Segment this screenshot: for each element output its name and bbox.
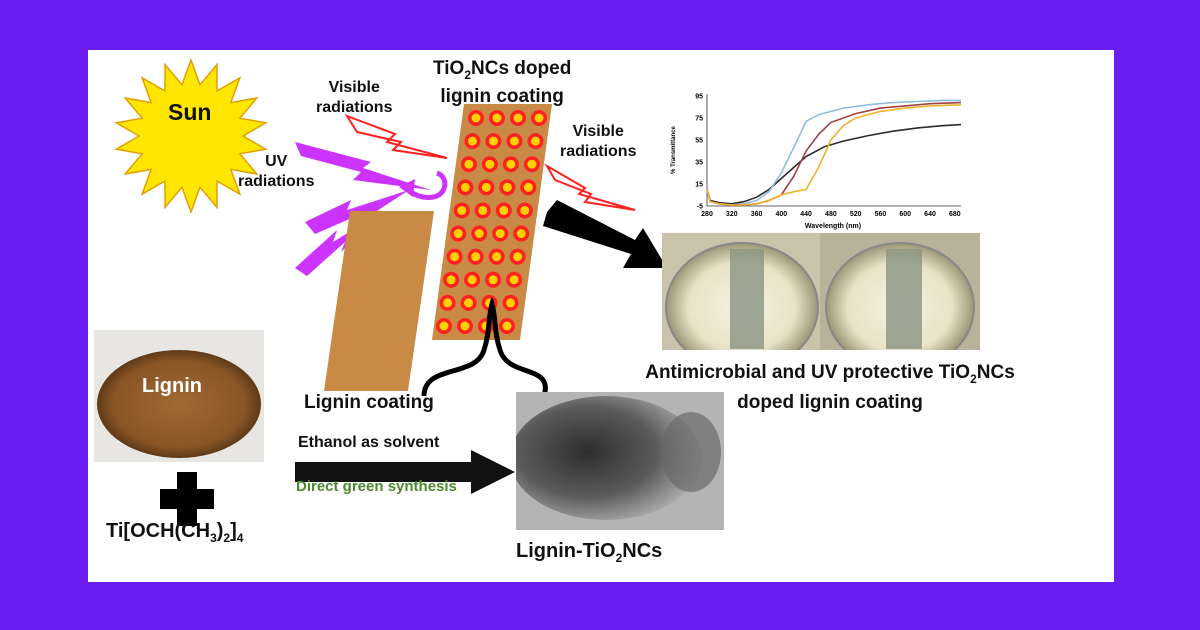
nanoparticle-core — [523, 182, 533, 192]
nanoparticle-core — [502, 182, 512, 192]
nanoparticle-core — [443, 298, 453, 308]
y-tick-label: 35 — [695, 160, 703, 167]
sun-label: Sun — [168, 99, 212, 125]
uv-radiation-label: UV radiations — [238, 153, 315, 190]
nanoparticle-core — [457, 205, 467, 215]
nanoparticle-core — [527, 159, 537, 169]
x-tick-label: 600 — [899, 211, 911, 218]
result-arrow — [543, 200, 667, 268]
precursor-formula: Ti[OCH(CH3)2]4 — [106, 520, 244, 545]
transmittance-chart: 280 320 360 400 440 480 520 560 600 640 680 -5 15 35 5… — [671, 94, 962, 230]
y-tick-label: 55 — [695, 138, 703, 145]
nanoparticle-core — [509, 136, 519, 146]
nanoparticle-core — [485, 159, 495, 169]
nanoparticle-core — [481, 182, 491, 192]
visible-radiation-label-right: Visible radiations — [560, 123, 637, 160]
nanoparticle-core — [478, 205, 488, 215]
plus-icon — [160, 472, 214, 526]
lignin-coating-label: Lignin coating — [304, 392, 434, 413]
uv-reflection-arrow — [399, 170, 448, 200]
nanoparticle-core — [520, 205, 530, 215]
result-caption: Antimicrobial and UV protective TiO2NCs … — [645, 362, 1015, 413]
nanoparticle-core — [502, 321, 512, 331]
x-tick-label: 320 — [726, 211, 738, 218]
nanoparticle-core — [492, 252, 502, 262]
doped-coating-title: TiO2NCs doped lignin coating — [433, 58, 572, 107]
solvent-label: Ethanol as solvent — [298, 434, 440, 451]
nanoparticle-core — [467, 136, 477, 146]
x-tick-label: 560 — [875, 211, 887, 218]
transmittance-series-line — [706, 99, 961, 206]
product-label: Lignin-TiO2NCs — [516, 540, 663, 565]
diagram-panel: Sun Visible radiations UV radiations Lig… — [88, 50, 1114, 582]
x-tick-label: 520 — [850, 211, 862, 218]
x-tick-label: 400 — [775, 211, 787, 218]
x-tick-label: 640 — [924, 211, 936, 218]
nanoparticle-core — [439, 321, 449, 331]
y-tick-label: -5 — [697, 204, 703, 211]
synthesis-method-label: Direct green synthesis — [296, 478, 457, 495]
nanoparticle-core — [506, 159, 516, 169]
transmittance-series-line — [706, 101, 962, 206]
visible-radiation-label-left: Visible radiations — [316, 79, 393, 116]
x-tick-label: 360 — [751, 211, 763, 218]
nanoparticle-core — [513, 113, 523, 123]
nanoparticle-core — [516, 229, 526, 239]
y-tick-label: 75 — [695, 116, 703, 123]
nanoparticle-core — [471, 113, 481, 123]
nanoparticle-core — [464, 298, 474, 308]
nanoparticle-core — [492, 113, 502, 123]
uv-lightning-icon — [295, 142, 431, 190]
x-tick-label: 480 — [825, 211, 837, 218]
nanoparticle-core — [513, 252, 523, 262]
y-tick-label: 95 — [695, 94, 703, 101]
tem-image — [516, 392, 724, 530]
transmittance-series-line — [706, 123, 962, 205]
nanoparticle-core — [453, 229, 463, 239]
nanoparticle-core — [474, 229, 484, 239]
lignin-photo-label: Lignin — [142, 375, 202, 397]
nanoparticle-core — [471, 252, 481, 262]
synthesis-arrow — [295, 450, 515, 494]
doped-coating-layer — [432, 104, 552, 340]
nanoparticle-core — [450, 252, 460, 262]
nanoparticle-core — [499, 205, 509, 215]
petri-dish-photo — [662, 233, 980, 350]
nanoparticle-core — [488, 275, 498, 285]
visible-lightning-icon-left — [344, 114, 448, 159]
nanoparticle-core — [446, 275, 456, 285]
visible-lightning-icon-right — [544, 163, 636, 211]
nanoparticle-core — [506, 298, 516, 308]
y-tick-label: 15 — [695, 182, 703, 189]
x-tick-label: 280 — [701, 211, 713, 218]
lignin-coating-layer — [324, 211, 434, 391]
nanoparticle-core — [464, 159, 474, 169]
nanoparticle-core — [467, 275, 477, 285]
nanoparticle-core — [534, 113, 544, 123]
nanoparticle-core — [495, 229, 505, 239]
nanoparticle-core — [460, 182, 470, 192]
nanoparticle-core — [530, 136, 540, 146]
lignin-powder-photo — [94, 330, 264, 462]
nanoparticle-core — [509, 275, 519, 285]
x-tick-label: 680 — [949, 211, 961, 218]
y-axis-title: % Transmittance — [671, 125, 677, 173]
x-axis-title: Wavelength (nm) — [805, 223, 861, 230]
sun-icon — [114, 58, 268, 213]
nanoparticle-core — [488, 136, 498, 146]
transmittance-series-line — [706, 104, 962, 206]
x-tick-label: 440 — [800, 211, 812, 218]
nanoparticle-core — [460, 321, 470, 331]
brace-connector — [421, 298, 548, 397]
